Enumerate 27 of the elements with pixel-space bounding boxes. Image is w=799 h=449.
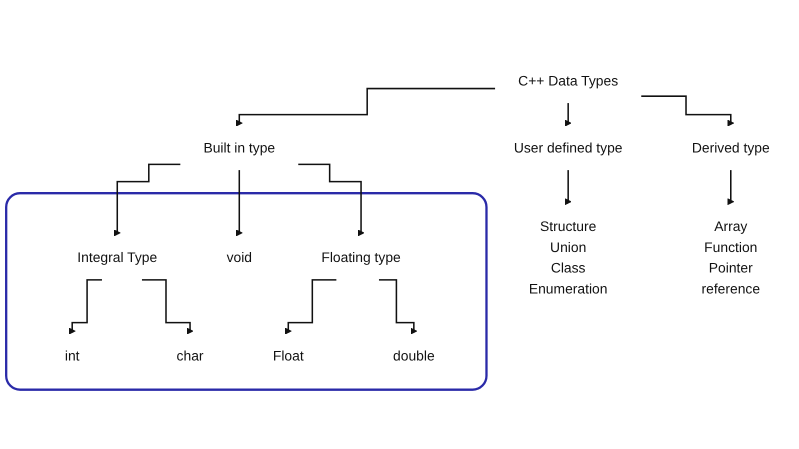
arrow (564, 102, 572, 127)
arrow (564, 169, 572, 206)
arrow (68, 279, 102, 335)
node-text: User defined type (514, 140, 623, 156)
arrow (378, 279, 418, 335)
node-text: C++ Data Types (518, 73, 618, 89)
arrow (236, 88, 496, 127)
node-text: Floating type (321, 250, 401, 266)
node-text: void (226, 250, 252, 266)
arrow (142, 279, 194, 335)
node-text: double (393, 348, 435, 364)
node-text: char (176, 348, 204, 364)
arrow (114, 164, 180, 236)
arrow (298, 164, 364, 236)
node-text: Structure Union Class Enumeration (528, 218, 608, 297)
node-text: Built in type (203, 140, 276, 156)
arrow (284, 279, 336, 335)
diagram: C++ Data Types Built in type User defined type Derived type Structure Union Class Enumeration Array Function Pointer reference Integral Type void Floating type int char Float double (0, 53, 799, 396)
node-text: int (64, 348, 80, 364)
node-text: Integral Type (77, 250, 158, 266)
arrow (236, 169, 243, 236)
node-text: Float (272, 348, 304, 364)
arrow (727, 169, 734, 206)
arrow (641, 96, 734, 127)
node-text: Array Function Pointer reference (701, 218, 760, 297)
cluster (5, 192, 488, 391)
node-text: Derived type (692, 140, 770, 156)
